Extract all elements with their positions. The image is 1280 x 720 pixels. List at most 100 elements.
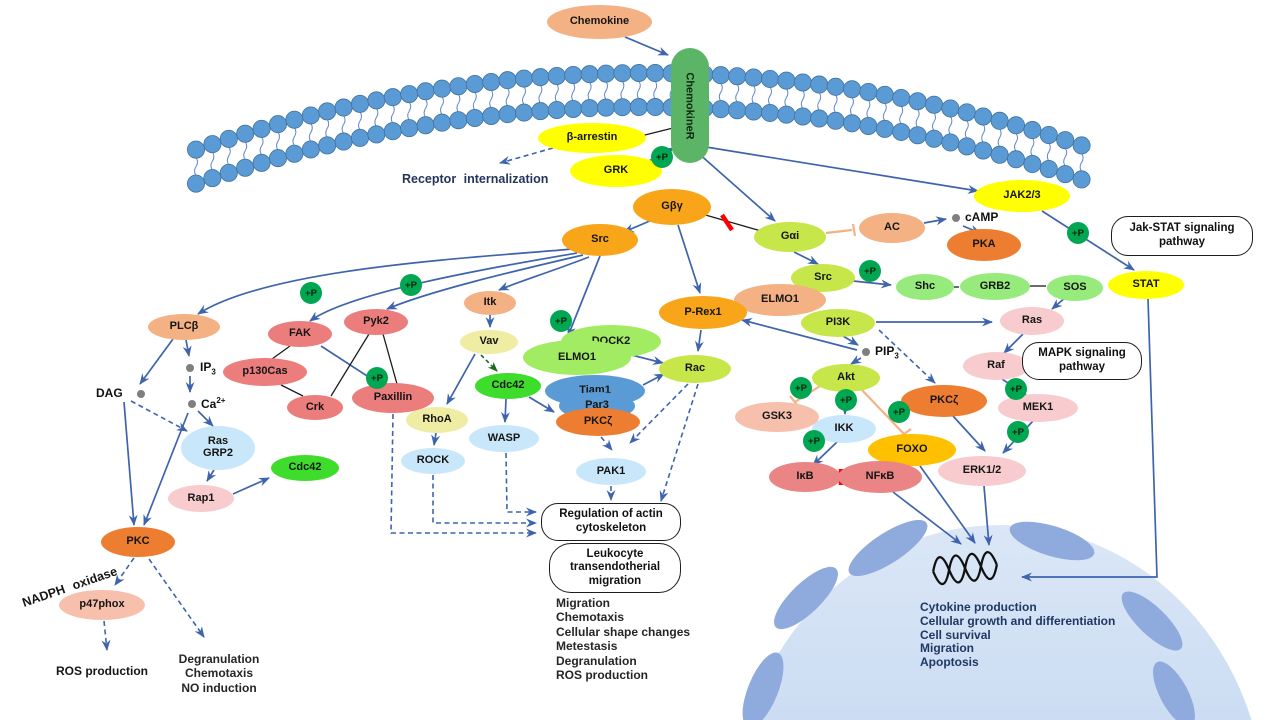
node-chemokine: Chemokine xyxy=(547,5,652,39)
list-item: Migration xyxy=(920,641,974,656)
list-item: ROS production xyxy=(556,668,648,683)
nuclear-envelope-segments xyxy=(742,519,1195,720)
ip3-dot xyxy=(186,364,194,372)
node-akt: Akt xyxy=(812,364,880,392)
phospho-badge: +P xyxy=(1005,378,1027,400)
ca-dot xyxy=(188,400,196,408)
indirect-arrows xyxy=(101,147,936,651)
node-cdc42-left: Cdc42 xyxy=(271,455,339,481)
node-itk: Itk xyxy=(464,291,516,315)
list-item: NO induction xyxy=(181,680,257,695)
node-src-membrane: Src xyxy=(562,224,638,256)
list-item: Cellular growth and differentiation xyxy=(920,613,1116,628)
list-item: Metestasis xyxy=(556,639,618,654)
node-shc: Shc xyxy=(896,274,954,300)
list-item: Chemotaxis xyxy=(556,610,625,625)
phospho-badge: +P xyxy=(790,377,812,399)
node-elmo1-lower: ELMO1 xyxy=(523,340,631,375)
phospho-badge: +P xyxy=(835,389,857,411)
node-rhoa: RhoA xyxy=(406,407,468,433)
node-jak2-3: JAK2/3 xyxy=(974,180,1070,212)
pip3-label: PIP3 xyxy=(875,344,899,361)
rasgrp2-line1: Ras xyxy=(207,435,229,448)
node-grb2: GRB2 xyxy=(960,273,1030,300)
node-raf: Raf xyxy=(963,352,1029,380)
node-rac: Rac xyxy=(659,355,731,383)
ros-production-label: ROS production xyxy=(56,664,148,678)
jak-stat-pathway-box: Jak-STAT signaling pathway xyxy=(1111,216,1253,256)
chemokine-receptor-label: ChemokineR xyxy=(684,71,696,140)
list-item: Degranulation xyxy=(178,652,260,666)
node-pkczeta-middle: PKCζ xyxy=(556,408,640,436)
node-pkczeta-right: PKCζ xyxy=(901,385,987,417)
phospho-badge: +P xyxy=(803,430,825,452)
node-gbetagamma: Gβγ xyxy=(633,189,711,225)
phospho-badge: +P xyxy=(888,401,910,423)
node-pak1: PAK1 xyxy=(576,458,646,485)
node-grk: GRK xyxy=(570,155,662,187)
phospho-badge: +P xyxy=(550,310,572,332)
dag-label: DAG xyxy=(96,386,123,400)
actin-regulation-box: Regulation of actin cytoskeleton xyxy=(541,503,681,541)
phospho-badge: +P xyxy=(366,367,388,389)
node-pyk2: Pyk2 xyxy=(344,309,408,335)
node-p130cas: p130Cas xyxy=(223,358,307,386)
node-vav: Vav xyxy=(460,330,518,354)
nucleus xyxy=(742,519,1252,720)
node-pka: PKA xyxy=(947,229,1021,261)
node-foxo: FOXO xyxy=(868,434,956,466)
mapk-pathway-box: MAPK signaling pathway xyxy=(1022,342,1142,380)
node-cdc42-middle: Cdc42 xyxy=(475,373,541,399)
phospho-badge: +P xyxy=(1067,222,1089,244)
vav-cdc42-arrow xyxy=(480,354,498,372)
node-rasgrp2: Ras GRP2 xyxy=(181,426,255,470)
phospho-badge: +P xyxy=(1007,421,1029,443)
receptor-internalization-label: Receptor internalization xyxy=(402,172,549,186)
rasgrp2-line2: GRP2 xyxy=(203,447,233,459)
list-item: Apoptosis xyxy=(920,655,979,670)
node-erk1-2: ERK1/2 xyxy=(938,456,1026,486)
camp-dot xyxy=(952,214,960,222)
node-ac: AC xyxy=(859,213,925,243)
phospho-badge: +P xyxy=(300,282,322,304)
nucleus-outcomes-list: Cytokine production Cellular growth and … xyxy=(920,600,1116,670)
node-p-rex1: P-Rex1 xyxy=(659,296,747,329)
pip3-dot xyxy=(862,348,870,356)
cell-membrane xyxy=(186,64,1091,193)
node-ras: Ras xyxy=(1000,307,1064,335)
node-pi3k: PI3K xyxy=(801,309,875,337)
node-ikappab: IκB xyxy=(769,462,841,492)
dag-dot xyxy=(137,390,145,398)
ca-label: Ca2+ xyxy=(201,396,226,411)
node-nfkappab: NFκB xyxy=(838,461,922,493)
node-crk: Crk xyxy=(287,395,343,420)
node-pkc: PKC xyxy=(101,527,175,557)
list-item: Degranulation xyxy=(556,653,637,668)
node-rock: ROCK xyxy=(401,448,465,474)
camp-label: cAMP xyxy=(965,210,999,224)
node-sos: SOS xyxy=(1047,275,1103,301)
node-galphai: Gαi xyxy=(754,222,826,252)
phospho-badge: +P xyxy=(400,274,422,296)
node-gsk3: GSK3 xyxy=(735,402,819,432)
node-plcbeta: PLCβ xyxy=(148,314,220,340)
dna-icon xyxy=(932,551,998,586)
binding-links xyxy=(271,127,1046,478)
list-item: Chemotaxis xyxy=(184,666,254,681)
node-wasp: WASP xyxy=(469,425,539,452)
chemokine-receptor: ChemokineR xyxy=(671,48,709,163)
list-item: Cytokine production xyxy=(920,600,1037,614)
list-item: Cell survival xyxy=(920,627,991,642)
ip3-label: IP3 xyxy=(200,360,216,377)
middle-outcomes-list: Migration Chemotaxis Cellular shape chan… xyxy=(556,596,690,682)
node-stat: STAT xyxy=(1108,271,1184,299)
node-elmo1-upper: ELMO1 xyxy=(734,284,826,316)
node-p47phox: p47phox xyxy=(59,590,145,620)
node-rap1: Rap1 xyxy=(168,485,234,512)
node-beta-arrestin: β-arrestin xyxy=(538,123,646,153)
left-outcomes-list: Degranulation Chemotaxis NO induction xyxy=(160,652,278,695)
list-item: Migration xyxy=(556,596,610,610)
list-item: Cellular shape changes xyxy=(556,624,691,639)
node-fak: FAK xyxy=(268,321,332,347)
